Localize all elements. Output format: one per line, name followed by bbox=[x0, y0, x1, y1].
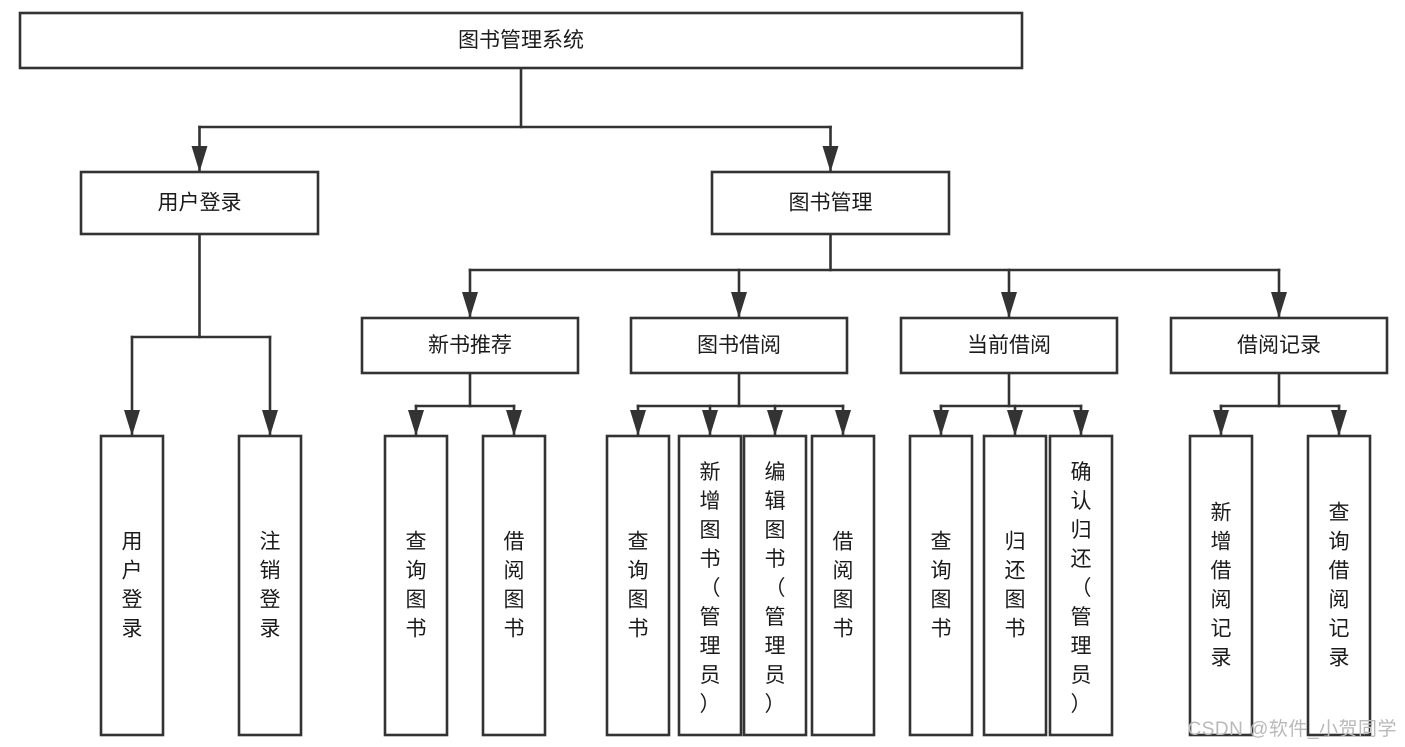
node-borrow-record[interactable]: 借阅记录 bbox=[1169, 316, 1389, 375]
node-leaf-return-book[interactable]: 归还图书 bbox=[982, 434, 1048, 737]
arrow-head-icon bbox=[1001, 292, 1017, 318]
node-label: 确认归还（管理员） bbox=[1071, 461, 1092, 716]
node-box[interactable] bbox=[899, 316, 1119, 375]
node-new-book-recommend[interactable]: 新书推荐 bbox=[360, 316, 580, 375]
node-label: 图书借阅 bbox=[697, 334, 781, 357]
node-box[interactable] bbox=[677, 434, 743, 737]
arrow-head-icon bbox=[630, 410, 646, 436]
arrow-head-icon bbox=[506, 410, 522, 436]
node-leaf-query-record[interactable]: 查询借阅记录 bbox=[1306, 434, 1372, 737]
node-leaf-edit-book[interactable]: 编辑图书（管理员） bbox=[742, 434, 808, 737]
node-book-management[interactable]: 图书管理 bbox=[710, 170, 951, 236]
node-label: 图书管理系统 bbox=[458, 29, 584, 52]
node-label: 归还图书 bbox=[1005, 531, 1026, 641]
node-box[interactable] bbox=[1048, 434, 1114, 737]
arrow-head-icon bbox=[1213, 410, 1229, 436]
node-box[interactable] bbox=[810, 434, 876, 737]
node-label: 新书推荐 bbox=[428, 334, 512, 357]
arrow-head-icon bbox=[933, 410, 949, 436]
node-box[interactable] bbox=[710, 170, 951, 236]
node-user-login[interactable]: 用户登录 bbox=[79, 170, 320, 236]
node-leaf-borrow-book-2[interactable]: 借阅图书 bbox=[810, 434, 876, 737]
arrow-head-icon bbox=[191, 146, 208, 172]
node-label: 图书管理 bbox=[789, 192, 873, 215]
arrow-head-icon bbox=[702, 410, 718, 436]
node-leaf-add-book[interactable]: 新增图书（管理员） bbox=[677, 434, 743, 737]
node-leaf-user-login[interactable]: 用户登录 bbox=[99, 434, 165, 737]
node-box[interactable] bbox=[1188, 434, 1254, 737]
arrow-head-icon bbox=[767, 410, 783, 436]
node-root-book-management-system[interactable]: 图书管理系统 bbox=[18, 11, 1024, 70]
arrow-head-icon bbox=[1073, 410, 1089, 436]
node-leaf-query-book-2[interactable]: 查询图书 bbox=[605, 434, 671, 737]
node-box[interactable] bbox=[18, 11, 1024, 70]
arrow-head-icon bbox=[124, 410, 140, 436]
node-box[interactable] bbox=[982, 434, 1048, 737]
node-box[interactable] bbox=[481, 434, 547, 737]
node-label: 用户登录 bbox=[122, 531, 143, 641]
node-label: 当前借阅 bbox=[967, 334, 1051, 357]
arrow-head-icon bbox=[822, 146, 839, 172]
node-label: 借阅图书 bbox=[504, 531, 525, 641]
arrow-head-icon bbox=[835, 410, 851, 436]
node-box[interactable] bbox=[1306, 434, 1372, 737]
node-label: 查询图书 bbox=[628, 531, 649, 641]
arrow-head-icon bbox=[731, 292, 747, 318]
node-layer: 图书管理系统用户登录图书管理用户登录注销登录新书推荐查询图书借阅图书图书借阅查询… bbox=[18, 11, 1389, 737]
node-label: 查询图书 bbox=[406, 531, 427, 641]
node-box[interactable] bbox=[99, 434, 165, 737]
node-book-borrow[interactable]: 图书借阅 bbox=[629, 316, 849, 375]
node-current-borrow[interactable]: 当前借阅 bbox=[899, 316, 1119, 375]
node-leaf-user-logout[interactable]: 注销登录 bbox=[237, 434, 303, 737]
node-label: 借阅图书 bbox=[833, 531, 854, 641]
node-label: 借阅记录 bbox=[1237, 334, 1321, 357]
node-label: 查询图书 bbox=[931, 531, 952, 641]
node-label: 新增图书（管理员） bbox=[700, 461, 721, 716]
node-box[interactable] bbox=[360, 316, 580, 375]
arrow-head-icon bbox=[1271, 292, 1287, 318]
arrow-head-icon bbox=[1331, 410, 1347, 436]
node-box[interactable] bbox=[742, 434, 808, 737]
node-label: 查询借阅记录 bbox=[1329, 502, 1350, 670]
node-leaf-query-book-3[interactable]: 查询图书 bbox=[908, 434, 974, 737]
node-box[interactable] bbox=[1169, 316, 1389, 375]
node-box[interactable] bbox=[605, 434, 671, 737]
node-label: 新增借阅记录 bbox=[1211, 502, 1232, 670]
node-leaf-confirm-return[interactable]: 确认归还（管理员） bbox=[1048, 434, 1114, 737]
node-box[interactable] bbox=[383, 434, 449, 737]
arrow-head-icon bbox=[1007, 410, 1023, 436]
node-box[interactable] bbox=[237, 434, 303, 737]
node-label: 用户登录 bbox=[158, 192, 242, 215]
arrow-head-icon bbox=[462, 292, 478, 318]
node-label: 编辑图书（管理员） bbox=[765, 461, 786, 716]
node-box[interactable] bbox=[629, 316, 849, 375]
node-leaf-query-book-1[interactable]: 查询图书 bbox=[383, 434, 449, 737]
connector-layer bbox=[124, 66, 1347, 438]
node-box[interactable] bbox=[79, 170, 320, 236]
node-box[interactable] bbox=[908, 434, 974, 737]
node-leaf-add-record[interactable]: 新增借阅记录 bbox=[1188, 434, 1254, 737]
node-leaf-borrow-book-1[interactable]: 借阅图书 bbox=[481, 434, 547, 737]
arrow-head-icon bbox=[262, 410, 278, 436]
node-label: 注销登录 bbox=[260, 531, 281, 641]
arrow-head-icon bbox=[408, 410, 424, 436]
